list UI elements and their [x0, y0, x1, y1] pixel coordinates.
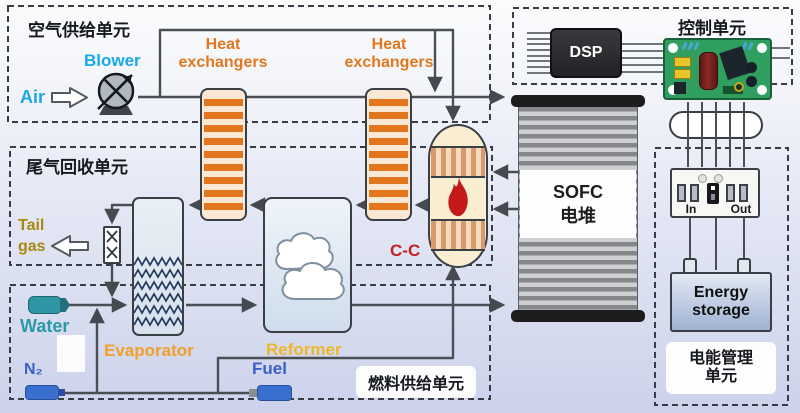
tail-gas-unit-label: 尾气回收单元 — [26, 158, 128, 177]
pcb-component — [746, 62, 757, 73]
water-tank — [28, 296, 62, 314]
blower-icon — [90, 66, 146, 118]
evaporator — [132, 197, 184, 336]
tail-gas-label: Tail gas — [18, 217, 46, 255]
reformer-label: Reformer — [266, 340, 342, 359]
io-port — [726, 184, 735, 202]
io-port — [739, 184, 748, 202]
io-port — [677, 184, 686, 202]
heat-exchanger-1 — [200, 88, 247, 221]
io-switch-dot — [711, 186, 715, 190]
water-tank-nozzle — [60, 298, 70, 312]
evaporator-to-valve — [104, 203, 134, 225]
catalytic-combustor — [428, 124, 488, 268]
fuel-supply-unit-label-box: 燃料供给单元 — [356, 366, 476, 398]
control-unit-box — [512, 7, 793, 85]
energy-storage-label: Energy storage — [692, 284, 750, 319]
tail-gas-valve — [103, 226, 121, 264]
pcb-hole — [668, 43, 678, 53]
pcb-capacitor — [699, 52, 718, 90]
io-port — [690, 184, 699, 202]
fuel-to-cc-line — [216, 264, 461, 393]
heat-exchanger-2-label: Heat exchangers — [344, 36, 434, 71]
air-in-arrow — [51, 87, 88, 108]
pcb-component — [674, 82, 686, 94]
air-supply-unit-box — [7, 5, 491, 123]
io-switch-lever — [711, 194, 715, 200]
io-out-label: Out — [730, 202, 752, 216]
fuel-cylinder-nozzle — [249, 389, 258, 397]
pcb-component — [674, 57, 691, 67]
stack-bottom-cap — [511, 310, 645, 322]
io-indicator — [714, 174, 723, 183]
bypass-air-line — [158, 28, 461, 122]
blank-patch — [57, 335, 85, 372]
pcb-hole — [757, 85, 767, 95]
air-label: Air — [20, 87, 46, 107]
io-switch — [707, 183, 719, 204]
io-indicator — [698, 174, 707, 183]
pcb-hole — [757, 43, 767, 53]
fuel-supply-unit-box — [9, 284, 491, 400]
pcb-component — [674, 69, 691, 79]
sofc-label-line1: SOFC — [552, 181, 603, 202]
stack-top-cap — [511, 95, 645, 107]
n2-cylinder-nozzle — [58, 389, 65, 396]
pcb-hole — [668, 85, 678, 95]
evaporator-label: Evaporator — [104, 341, 194, 360]
flame-icon — [448, 175, 468, 217]
sofc-stack-label: SOFC 电堆 — [520, 170, 636, 238]
fuel-label: Fuel — [252, 359, 287, 378]
heat-exchanger-2 — [365, 88, 412, 221]
valve-icon — [106, 230, 118, 259]
power-management-unit-box — [654, 147, 789, 406]
storage-wires — [689, 218, 745, 270]
control-unit-label: 控制单元 — [678, 19, 746, 38]
fuel-supply-unit-label: 燃料供给单元 — [367, 376, 464, 393]
power-management-label-box: 电能管理单元 — [666, 342, 776, 394]
control-pcb — [663, 38, 772, 100]
dsp-label: DSP — [569, 44, 603, 61]
cc-top-catalyst-band — [431, 146, 485, 178]
fuel-cylinder — [257, 385, 292, 401]
heat-exchanger-1-label: Heat exchangers — [178, 36, 268, 71]
power-management-label: 电能管理单元 — [688, 350, 753, 385]
evaporator-coil-icon — [134, 256, 182, 327]
air-supply-unit-label: 空气供给单元 — [28, 21, 130, 40]
reformer — [263, 197, 352, 333]
blower-label: Blower — [84, 51, 141, 70]
pcb-component — [746, 76, 757, 87]
pcb-component — [734, 82, 744, 92]
control-wires — [687, 102, 745, 167]
pcb-mark — [747, 41, 754, 51]
io-in-label: In — [685, 202, 697, 216]
reformer-clouds-icon — [275, 232, 345, 301]
tail-gas-out-arrow — [51, 235, 89, 257]
pcb-chip — [719, 45, 751, 81]
pcb-mark — [693, 41, 700, 51]
dsp-chip: DSP — [550, 28, 622, 78]
cc-label: C-C — [390, 241, 421, 260]
power-io-box: In Out — [670, 168, 760, 218]
water-label: Water — [20, 316, 70, 336]
n2-label: N₂ — [24, 361, 43, 378]
cc-bottom-catalyst-band — [431, 219, 485, 251]
pcb-component — [723, 86, 743, 94]
energy-storage: Energy storage — [670, 272, 772, 332]
sofc-label-line2: 电堆 — [560, 206, 596, 226]
n2-cylinder — [25, 385, 59, 400]
tail-gas-recovery-unit-box — [9, 146, 493, 266]
